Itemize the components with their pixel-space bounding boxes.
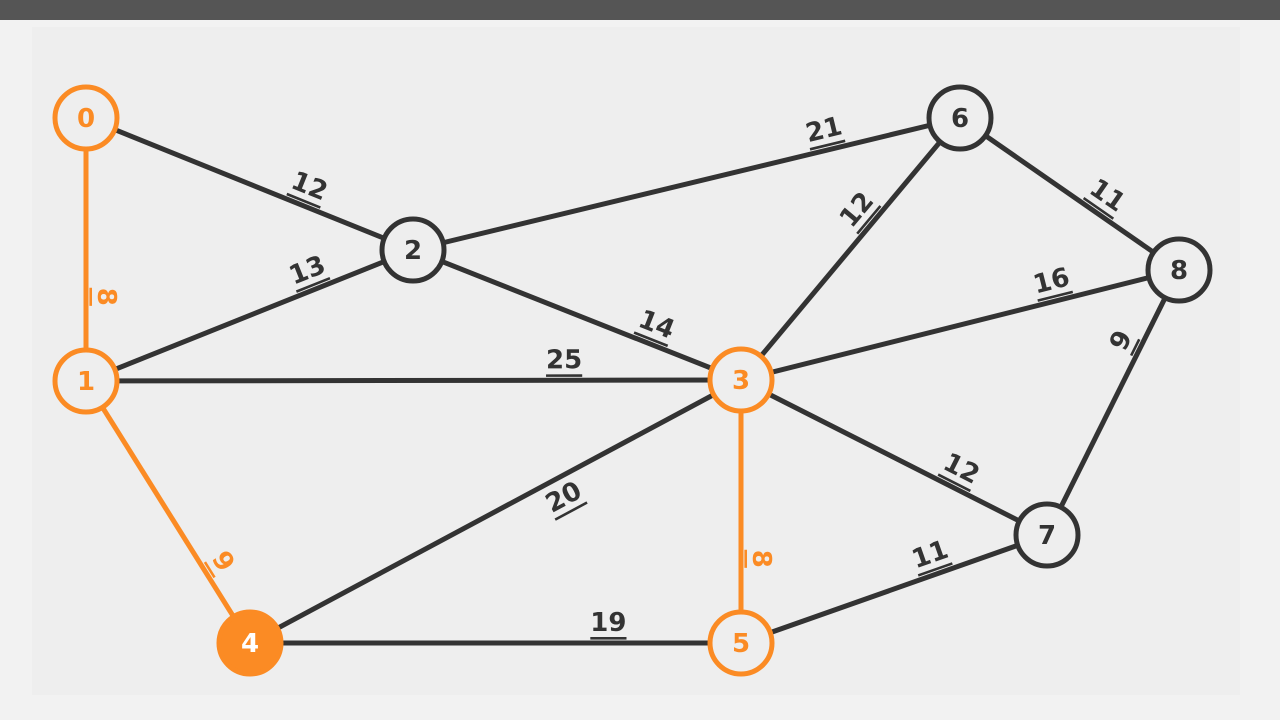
edge-3-4 [248,377,743,646]
edge-weight-2-6: 21 [803,111,845,149]
graph-node-8[interactable]: 8 [1145,236,1213,304]
edge-1-2 [85,247,414,384]
edge-3-7 [739,377,1049,538]
edge-5-7 [740,532,1048,646]
graph-node-label: 6 [951,104,969,134]
graph-node-circle [379,216,447,284]
graph-node-circle [216,609,284,677]
graph-node-circle [52,347,120,415]
graph-node-label: 2 [404,236,422,266]
edge-2-3 [412,247,742,383]
graph-node-4[interactable]: 4 [216,609,284,677]
graph-node-circle [52,84,120,152]
edge-1-4 [83,379,253,645]
edge-1-3 [85,377,742,384]
graph-node-3[interactable]: 3 [707,346,775,414]
graph-node-label: 8 [1170,256,1188,286]
graph-node-circle [1013,501,1081,569]
edge-weight-3-6: 12 [834,186,880,233]
graph-node-7[interactable]: 7 [1013,501,1081,569]
graph-node-circle [1145,236,1213,304]
edge-weight-0-1: 8 [91,288,121,306]
edge-0-2 [85,115,414,253]
edge-2-6 [412,115,961,253]
graph-node-0[interactable]: 0 [52,84,120,152]
edge-weight-8-7: 9 [1104,326,1139,356]
graph-node-circle [707,609,775,677]
graph-node-circle [926,84,994,152]
edge-3-8 [740,267,1180,383]
edge-6-8 [958,115,1181,273]
graph-node-1[interactable]: 1 [52,347,120,415]
edge-3-6 [739,116,962,382]
top-bar [0,0,1280,20]
graph-node-label: 1 [77,367,95,397]
edge-8-7 [1044,268,1182,537]
graph-node-label: 4 [241,629,259,659]
edge-weight-3-8: 16 [1030,262,1072,300]
graph-node-label: 3 [732,366,750,396]
graph-node-6[interactable]: 6 [926,84,994,152]
edge-weight-3-5: 8 [746,550,776,568]
edge-weight-1-4: 9 [205,546,240,577]
graph-node-label: 5 [732,629,750,659]
edge-weight-4-5: 19 [590,608,626,638]
graph-node-label: 0 [77,104,95,134]
graph-node-2[interactable]: 2 [379,216,447,284]
graph-node-5[interactable]: 5 [707,609,775,677]
edge-weight-1-3: 25 [546,345,582,375]
graph-node-label: 7 [1038,521,1056,551]
graph-node-circle [707,346,775,414]
